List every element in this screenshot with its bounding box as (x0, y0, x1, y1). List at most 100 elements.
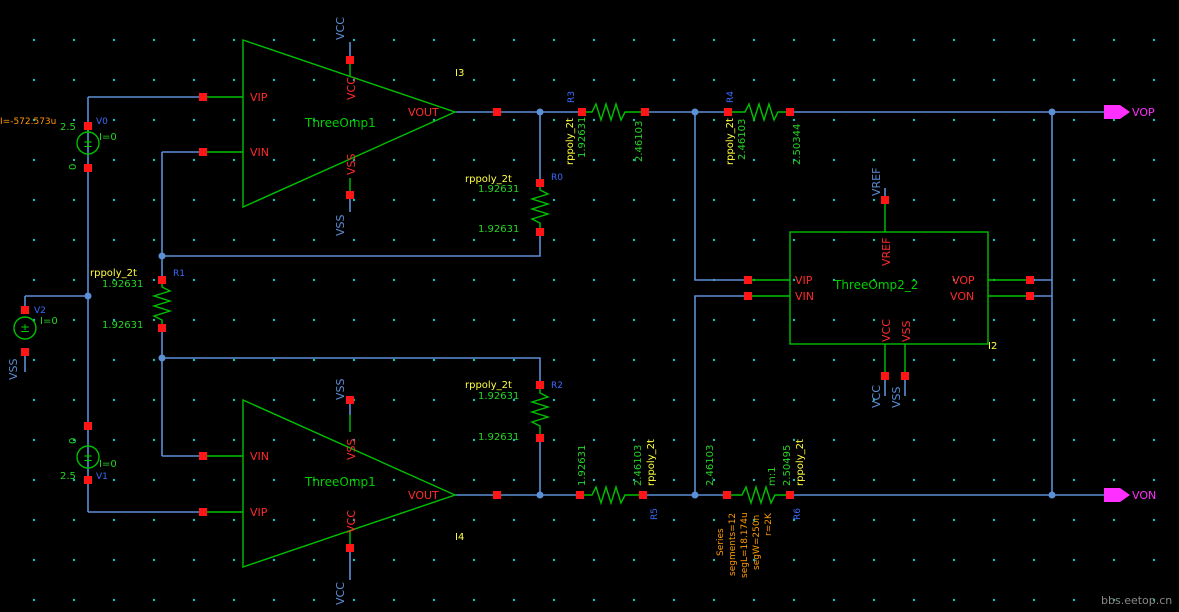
pin[interactable] (199, 508, 207, 516)
resistor-r0[interactable]: rppoly_2t 1.92631 1.92631 R0 (465, 173, 563, 236)
grid-dot (1032, 438, 1036, 442)
grid-dot (472, 78, 476, 82)
pin[interactable] (84, 422, 92, 430)
wire-to-right-vin[interactable] (694, 295, 748, 495)
pin[interactable] (639, 491, 647, 499)
resistor-model: rppoly_2t (646, 439, 657, 486)
pin[interactable] (786, 491, 794, 499)
pin[interactable] (199, 148, 207, 156)
amp-bottom-i4[interactable]: VIN VIP VOUT VSS VCC ThreeOmp1 I4 VSS VC… (199, 378, 501, 605)
grid-dot (672, 518, 676, 522)
pin[interactable] (21, 348, 29, 356)
grid-dot (592, 158, 596, 162)
pin[interactable] (881, 372, 889, 380)
port-von[interactable]: VON (1104, 488, 1156, 502)
grid-dot (912, 198, 916, 202)
pin[interactable] (21, 306, 29, 314)
wire-to-right-vip[interactable] (694, 112, 748, 281)
resistor-r2[interactable]: rppoly_2t 1.92631 1.92631 R2 (465, 380, 563, 443)
grid-dot (792, 198, 796, 202)
grid-dot (512, 238, 516, 242)
pin[interactable] (536, 434, 544, 442)
pin[interactable] (84, 122, 92, 130)
grid-dot (1152, 478, 1156, 482)
pin[interactable] (84, 164, 92, 172)
pin[interactable] (346, 396, 354, 404)
amp-top-i3[interactable]: VIP VIN VOUT VCC VSS ThreeOmp1 I3 VCC VS… (199, 17, 501, 236)
grid-dot (352, 318, 356, 322)
source-ref: V0 (96, 117, 108, 127)
pin[interactable] (578, 108, 586, 116)
pin[interactable] (346, 56, 354, 64)
junction (536, 491, 544, 499)
resistor-symbol (580, 484, 643, 506)
pin[interactable] (536, 381, 544, 389)
grid-dot (912, 558, 916, 562)
grid-dot (392, 318, 396, 322)
resistor-value-1: 1.92631 (478, 391, 519, 402)
grid-dot (1152, 438, 1156, 442)
pin[interactable] (724, 108, 732, 116)
source-ref: V1 (96, 472, 108, 482)
grid-dot (952, 78, 956, 82)
grid-dot (352, 158, 356, 162)
pin[interactable] (786, 108, 794, 116)
resistor-r3[interactable]: rppoly_2t 1.92631 2.46103 R3 (565, 91, 649, 165)
grid-dot (672, 118, 676, 122)
pin[interactable] (84, 476, 92, 484)
wire-r0-bottom[interactable] (162, 232, 541, 257)
pin[interactable] (536, 179, 544, 187)
port-vop[interactable]: VOP (1104, 105, 1155, 119)
grid-dot (592, 198, 596, 202)
pin[interactable] (744, 292, 752, 300)
pin[interactable] (158, 324, 166, 332)
pin[interactable] (1026, 292, 1034, 300)
grid-dot (312, 118, 316, 122)
grid-dot (152, 198, 156, 202)
grid-dot (32, 438, 36, 442)
pin[interactable] (158, 276, 166, 284)
grid-dot (592, 598, 596, 602)
resistor-symbol (529, 385, 551, 438)
grid-dot (552, 38, 556, 42)
pin[interactable] (576, 491, 584, 499)
source-v0[interactable]: ± 2.5 I=0 0 V0 I=-572.573u (0, 117, 117, 172)
pin[interactable] (493, 491, 501, 499)
pin[interactable] (1026, 276, 1034, 284)
grid-dot (432, 358, 436, 362)
amp-right-i2[interactable]: VIP VIN VOP VON VREF VCC VSS ThreeOmp2_2… (744, 168, 1034, 408)
grid-dot (952, 438, 956, 442)
grid-dot (272, 118, 276, 122)
pin-label-vout: VOUT (408, 489, 439, 502)
pin[interactable] (723, 491, 731, 499)
pin[interactable] (901, 372, 909, 380)
supply-label-vcc: VCC (870, 385, 883, 408)
grid-dot (72, 318, 76, 322)
resistor-r6[interactable]: 2.46103 m:1 2.50495 rppoly_2t Series seg… (705, 439, 806, 578)
pin[interactable] (199, 93, 207, 101)
source-v1[interactable]: ± 0 I=0 2.5 V1 (60, 422, 117, 484)
grid-dot (152, 598, 156, 602)
resistor-value-2: 1.92631 (478, 224, 519, 235)
grid-dot (392, 358, 396, 362)
grid-dot (152, 238, 156, 242)
resistor-r1[interactable]: rppoly_2t 1.92631 1.92631 R1 (90, 268, 185, 332)
grid-dot (1072, 198, 1076, 202)
pin[interactable] (641, 108, 649, 116)
pin[interactable] (536, 228, 544, 236)
resistor-r5[interactable]: 1.92631 2.46103 rppoly_2t R5 (576, 439, 660, 520)
pin[interactable] (881, 196, 889, 204)
grid-dot (72, 598, 76, 602)
grid-dot (272, 278, 276, 282)
resistor-r4[interactable]: rppoly_2t 2.46103 2.50344 R4 (724, 91, 803, 165)
grid-dot (472, 438, 476, 442)
pin[interactable] (346, 191, 354, 199)
pin[interactable] (199, 452, 207, 460)
wire-r2-top[interactable] (162, 357, 541, 385)
pin[interactable] (744, 276, 752, 284)
pin[interactable] (493, 108, 501, 116)
source-v2[interactable]: ± I=0 V2 VSS (7, 306, 58, 380)
grid-dot (392, 158, 396, 162)
pin[interactable] (346, 544, 354, 552)
